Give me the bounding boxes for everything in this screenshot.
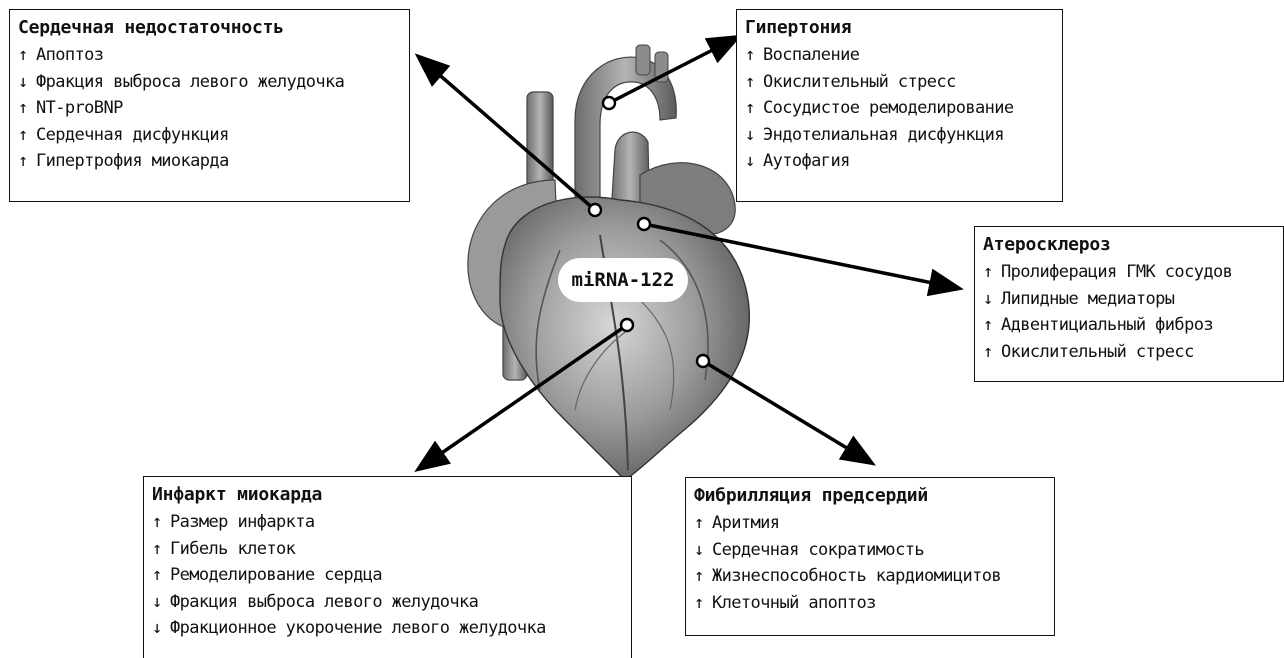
effect-list: ↑Апоптоз↓Фракция выброса левого желудочк… <box>18 42 401 175</box>
effect-item: ↑Адвентициальный фиброз <box>983 312 1275 339</box>
effect-text: Воспаление <box>763 45 859 65</box>
arrow-atrial-fibrillation <box>703 361 870 462</box>
effect-item: ↑Окислительный стресс <box>745 69 1054 96</box>
arrow-up-icon: ↑ <box>18 95 36 122</box>
arrow-up-icon: ↑ <box>983 259 1001 286</box>
arrow-up-icon: ↑ <box>18 42 36 69</box>
effect-item: ↑Аритмия <box>694 510 1046 537</box>
effect-item: ↓Эндотелиальная дисфункция <box>745 122 1054 149</box>
effect-item: ↑Ремоделирование сердца <box>152 562 623 589</box>
effect-text: Жизнеспособность кардиомицитов <box>712 566 1001 586</box>
effect-item: ↑Клеточный апоптоз <box>694 590 1046 617</box>
effect-text: NT-proBNP <box>36 98 123 118</box>
arrow-up-icon: ↑ <box>152 562 170 589</box>
box-title: Атеросклероз <box>983 231 1275 259</box>
effect-item: ↑Гипертрофия миокарда <box>18 148 401 175</box>
arrow-up-icon: ↑ <box>152 536 170 563</box>
effect-list: ↑Размер инфаркта↑Гибель клеток↑Ремоделир… <box>152 509 623 642</box>
arrow-up-icon: ↑ <box>694 590 712 617</box>
effect-text: Апоптоз <box>36 45 103 65</box>
arrow-up-icon: ↑ <box>152 509 170 536</box>
effect-text: Сердечная дисфункция <box>36 125 229 145</box>
myocardial-infarction-box: Инфаркт миокарда ↑Размер инфаркта↑Гибель… <box>143 476 632 658</box>
box-title: Фибрилляция предсердий <box>694 482 1046 510</box>
arrow-up-icon: ↑ <box>694 510 712 537</box>
effect-text: Ремоделирование сердца <box>170 565 382 585</box>
mirna-label: miRNA-122 <box>558 258 688 302</box>
effect-item: ↑Окислительный стресс <box>983 339 1275 366</box>
arrow-down-icon: ↓ <box>152 615 170 642</box>
effect-item: ↑Воспаление <box>745 42 1054 69</box>
effect-list: ↑Пролиферация ГМК сосудов↓Липидные медиа… <box>983 259 1275 365</box>
arrow-down-icon: ↓ <box>745 148 763 175</box>
effect-text: Аутофагия <box>763 151 850 171</box>
effect-item: ↑Гибель клеток <box>152 536 623 563</box>
aortic-branch <box>636 45 650 75</box>
effect-text: Фракция выброса левого желудочка <box>36 72 344 92</box>
effect-item: ↑Пролиферация ГМК сосудов <box>983 259 1275 286</box>
arrow-up-icon: ↑ <box>745 42 763 69</box>
effect-item: ↑Сердечная дисфункция <box>18 122 401 149</box>
effect-list: ↑Воспаление↑Окислительный стресс↑Сосудис… <box>745 42 1054 175</box>
atherosclerosis-box: Атеросклероз ↑Пролиферация ГМК сосудов↓Л… <box>974 226 1284 382</box>
origin-point <box>603 97 615 109</box>
effect-text: Пролиферация ГМК сосудов <box>1001 262 1232 282</box>
effect-text: Окислительный стресс <box>1001 342 1194 362</box>
effect-item: ↑Жизнеспособность кардиомицитов <box>694 563 1046 590</box>
origin-point <box>589 204 601 216</box>
heart-failure-box: Сердечная недостаточность ↑Апоптоз↓Фракц… <box>9 9 410 202</box>
effect-text: Размер инфаркта <box>170 512 315 532</box>
arrow-down-icon: ↓ <box>745 122 763 149</box>
arrow-down-icon: ↓ <box>983 286 1001 313</box>
origin-point <box>697 355 709 367</box>
effect-text: Сердечная сократимость <box>712 540 924 560</box>
effect-text: Адвентициальный фиброз <box>1001 315 1213 335</box>
effect-item: ↑Сосудистое ремоделирование <box>745 95 1054 122</box>
arrow-heart-failure <box>420 58 595 210</box>
effect-text: Фракция выброса левого желудочка <box>170 592 478 612</box>
arrow-up-icon: ↑ <box>983 339 1001 366</box>
atrial-fibrillation-box: Фибрилляция предсердий ↑Аритмия↓Сердечна… <box>685 477 1055 636</box>
arrow-up-icon: ↑ <box>18 122 36 149</box>
box-title: Сердечная недостаточность <box>18 14 401 42</box>
effect-text: Клеточный апоптоз <box>712 593 876 613</box>
effect-text: Гипертрофия миокарда <box>36 151 229 171</box>
hypertension-box: Гипертония ↑Воспаление↑Окислительный стр… <box>736 9 1063 202</box>
arrow-up-icon: ↑ <box>745 95 763 122</box>
effect-text: Фракционное укорочение левого желудочка <box>170 618 546 638</box>
effect-item: ↓Сердечная сократимость <box>694 537 1046 564</box>
origin-point <box>638 218 650 230</box>
arrow-up-icon: ↑ <box>745 69 763 96</box>
arrow-down-icon: ↓ <box>152 589 170 616</box>
effect-item: ↑Апоптоз <box>18 42 401 69</box>
effect-text: Сосудистое ремоделирование <box>763 98 1014 118</box>
effect-item: ↓Липидные медиаторы <box>983 286 1275 313</box>
effect-item: ↑NT-proBNP <box>18 95 401 122</box>
effect-text: Окислительный стресс <box>763 72 956 92</box>
box-title: Гипертония <box>745 14 1054 42</box>
effect-item: ↓Аутофагия <box>745 148 1054 175</box>
effect-text: Аритмия <box>712 513 779 533</box>
effect-text: Липидные медиаторы <box>1001 289 1174 309</box>
effect-text: Эндотелиальная дисфункция <box>763 125 1004 145</box>
effect-list: ↑Аритмия↓Сердечная сократимость↑Жизнеспо… <box>694 510 1046 616</box>
arrow-down-icon: ↓ <box>18 69 36 96</box>
effect-item: ↓Фракционное укорочение левого желудочка <box>152 615 623 642</box>
effect-item: ↑Размер инфаркта <box>152 509 623 536</box>
effect-item: ↓Фракция выброса левого желудочка <box>152 589 623 616</box>
arrow-up-icon: ↑ <box>694 563 712 590</box>
box-title: Инфаркт миокарда <box>152 481 623 509</box>
arrow-up-icon: ↑ <box>983 312 1001 339</box>
effect-item: ↓Фракция выброса левого желудочка <box>18 69 401 96</box>
origin-point <box>621 319 633 331</box>
arrow-down-icon: ↓ <box>694 537 712 564</box>
arrow-up-icon: ↑ <box>18 148 36 175</box>
effect-text: Гибель клеток <box>170 539 295 559</box>
